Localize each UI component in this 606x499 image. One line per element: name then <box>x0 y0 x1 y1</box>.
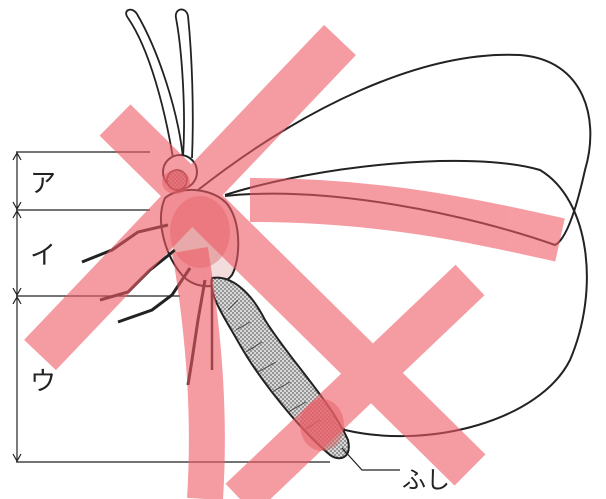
label-thorax: イ <box>30 241 56 271</box>
joint-leader-line <box>342 448 400 470</box>
label-head: ア <box>30 169 56 199</box>
label-abdomen: ウ <box>30 367 56 397</box>
x-mark-icon <box>40 40 560 499</box>
